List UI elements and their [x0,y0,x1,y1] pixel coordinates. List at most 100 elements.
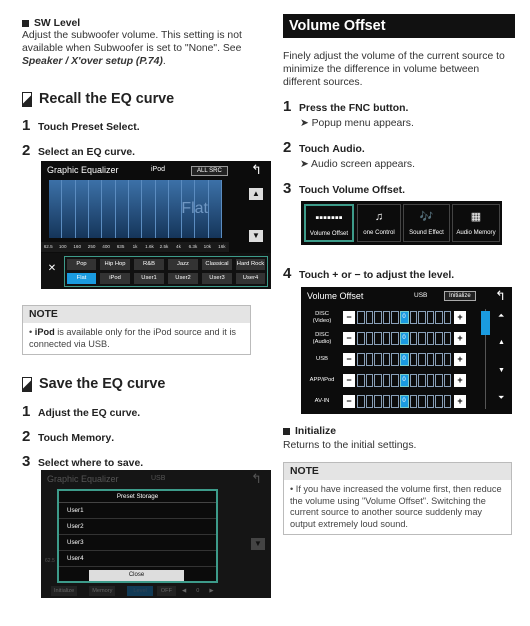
preset-hiphop-button[interactable]: Hip Hop [100,259,130,270]
level-cells: 0 [357,332,452,345]
minus-button[interactable]: − [343,374,355,387]
screen-title: Volume Offset [307,290,364,301]
preset-selector: Pop Hip Hop R&B Jazz Classical Hard Rock… [64,256,268,287]
sound-effect-tile[interactable]: 🎶 Sound Effect [403,204,450,242]
preset-classical-button[interactable]: Classical [202,259,232,270]
preset-jazz-button[interactable]: Jazz [168,259,198,270]
preset-flat-button[interactable]: Flat [67,273,96,284]
step-text: Touch + or − to adjust the level. [299,270,455,281]
plus-button[interactable]: + [454,332,466,345]
save-eq-heading: Save the EQ curve [22,373,262,395]
music-note-icon: ♫ [374,211,384,223]
scroll-down-icon[interactable]: ▼ [249,230,263,242]
level-value: 0 [399,353,409,366]
back-arrow-icon[interactable]: ↰ [251,471,262,486]
minus-button[interactable]: − [343,332,355,345]
vo-step-4: 4 Touch + or − to adjust the level. [283,265,454,282]
step-number: 4 [283,265,292,282]
scroll-top-icon[interactable]: ⏶ [498,311,505,320]
recall-step-2: 2 Select an EQ curve. [22,142,135,159]
storage-user4-item[interactable]: User4 [59,551,216,567]
freq-label: 635 [116,244,125,249]
plus-button[interactable]: + [454,395,466,408]
plus-button[interactable]: + [454,311,466,324]
step-period: . [361,144,365,155]
freq-labels-row: 62.5 100 160 250 400 635 1k 1.6k 2.5k 4k… [41,242,229,252]
initialize-button[interactable]: Initialize [444,291,476,301]
step-text: Select where to save. [38,458,144,469]
plus-button[interactable]: + [454,374,466,387]
flat-curve-label: Flat [181,200,208,217]
step-text-end: button. [373,103,409,114]
all-src-button[interactable]: ALL SRC [191,166,228,176]
plus-button[interactable]: + [454,353,466,366]
storage-user2-item[interactable]: User2 [59,519,216,535]
note-text: • If you have increased the volume first… [290,484,502,529]
preset-ipod-button[interactable]: iPod [100,273,130,284]
storage-user3-item[interactable]: User3 [59,535,216,551]
vo-row-disc-audio: DISC (Audio) − 0 + [301,329,496,348]
minus-button[interactable]: − [343,395,355,408]
scroll-down-icon[interactable]: ▼ [498,367,505,374]
audio-menu-screen: ▪▪▪▪▪▪▪ Volume Offset ♫ one Control 🎶 So… [301,201,502,245]
left-arrow-icon[interactable]: ◀ [181,588,187,594]
dim-freq-label: 62.5 [45,558,55,564]
sw-level-period: . [162,55,166,67]
level-button[interactable]: Level [127,586,153,596]
memory-button[interactable]: Memory [89,586,116,596]
level-cells: 0 [357,395,452,408]
freq-label: 4k [176,244,181,249]
preset-hardrock-button[interactable]: Hard Rock [236,259,265,270]
recall-eq-title: Recall the EQ curve [39,91,175,107]
back-arrow-icon[interactable]: ↰ [495,288,506,303]
note-bullet: • [29,327,33,337]
sound-effect-icon: 🎶 [419,211,434,223]
speaker-xover-link[interactable]: Speaker / X'over setup (P.74) [22,55,163,67]
preset-rnb-button[interactable]: R&B [134,259,164,270]
initialize-button[interactable]: Initialize [51,586,78,596]
volume-offset-tile[interactable]: ▪▪▪▪▪▪▪ Volume Offset [304,204,354,242]
freq-label: 62.5 [43,244,53,249]
vo-row-disc-video: DISC (Video) − 0 + [301,308,496,327]
freq-label: 1.6k [145,244,154,249]
off-button[interactable]: OFF [156,586,176,596]
tile-label: Audio Memory [456,229,496,236]
freq-label: 400 [102,244,110,249]
screen-title: Graphic Equalizer [47,473,119,484]
right-arrow-icon[interactable]: ▶ [209,588,214,594]
step-number: 2 [283,139,292,156]
source-row-label: DISC (Audio) [312,331,332,345]
freq-label: 16k [218,244,226,249]
minus-button[interactable]: − [343,353,355,366]
back-arrow-icon[interactable]: ↰ [251,162,262,177]
eq-curve-area[interactable]: Flat [49,180,222,238]
note-body: • iPod is available only for the iPod so… [23,323,250,354]
preset-user3-button[interactable]: User3 [202,273,232,284]
audio-memory-tile[interactable]: ▦ Audio Memory [452,204,500,242]
source-row-label: DISC (Video) [312,310,332,324]
sw-level-desc: Adjust the subwoofer volume. This settin… [22,30,242,54]
preset-user1-button[interactable]: User1 [134,273,164,284]
scroll-thumb[interactable] [481,311,490,335]
storage-user1-item[interactable]: User1 [59,503,216,519]
scroll-up-icon[interactable]: ▲ [498,339,505,346]
close-button[interactable]: Close [89,570,184,581]
level-value: 0 [399,374,409,387]
preset-user2-button[interactable]: User2 [168,273,198,284]
scroll-up-icon[interactable]: ▲ [249,188,263,200]
step-text: Select an EQ curve. [38,147,136,158]
level-cells: 0 [357,353,452,366]
section-marker-icon [22,91,32,107]
scroll-down-icon[interactable]: ▼ [251,538,265,550]
freq-label: 160 [73,244,81,249]
preset-pop-button[interactable]: Pop [67,259,96,270]
scroll-bottom-icon[interactable]: ⏷ [498,393,505,402]
tone-control-tile[interactable]: ♫ one Control [357,204,401,242]
close-icon[interactable]: ✕ [47,263,57,274]
popup-result: ➤ Popup menu appears. [300,118,414,129]
save-step-1: 1 Adjust the EQ curve. [22,403,140,420]
minus-button[interactable]: − [343,311,355,324]
preset-user4-button[interactable]: User4 [236,273,265,284]
note-heading: NOTE [23,306,250,323]
